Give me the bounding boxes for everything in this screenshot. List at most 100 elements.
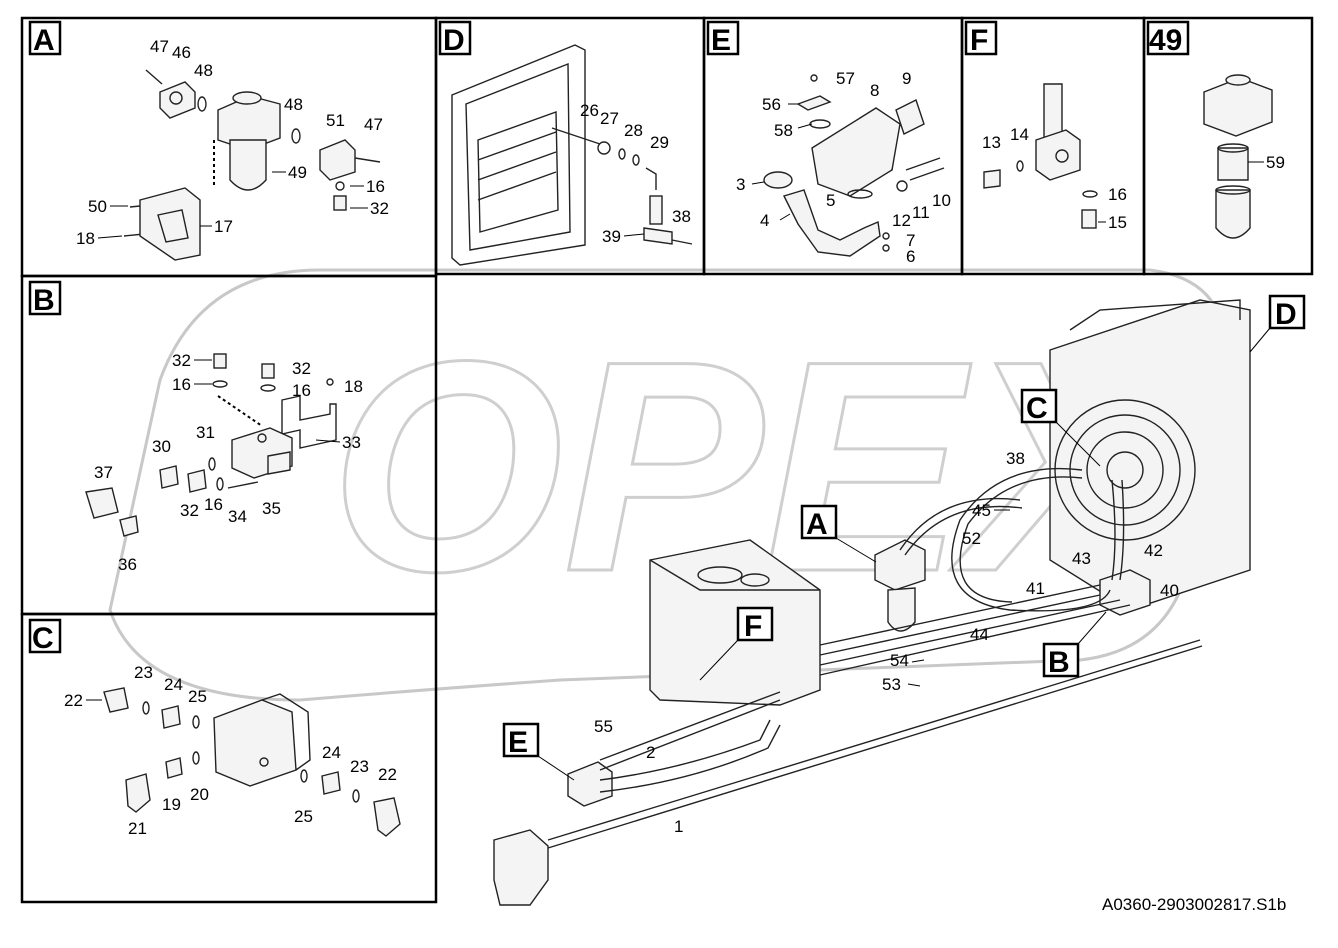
svg-text:12: 12 <box>892 211 911 230</box>
svg-text:41: 41 <box>1026 579 1045 598</box>
callout-f: F <box>699 606 774 681</box>
svg-text:35: 35 <box>262 499 281 518</box>
svg-text:16: 16 <box>204 495 223 514</box>
panel-c-label: C <box>28 618 62 655</box>
panel-e-callouts: 57 9 8 56 58 3 5 4 12 11 10 7 6 <box>736 69 951 266</box>
svg-text:38: 38 <box>672 207 691 226</box>
panel-b-drawing <box>85 353 337 537</box>
svg-text:46: 46 <box>172 43 191 62</box>
panel-49-frame <box>1142 16 1314 276</box>
svg-text:21: 21 <box>128 819 147 838</box>
panel-e-label: E <box>706 20 740 57</box>
main-callouts: 38 45 52 43 42 41 40 44 54 53 55 2 1 <box>594 449 1179 836</box>
panel-c-frame <box>20 612 438 904</box>
svg-text:5: 5 <box>826 191 835 210</box>
svg-text:14: 14 <box>1010 125 1029 144</box>
svg-text:33: 33 <box>342 433 361 452</box>
svg-text:32: 32 <box>172 351 191 370</box>
main-assembly-drawing <box>493 299 1251 906</box>
svg-text:B: B <box>33 284 55 317</box>
svg-text:A: A <box>33 24 55 57</box>
svg-text:48: 48 <box>284 95 303 114</box>
svg-text:44: 44 <box>970 625 989 644</box>
svg-text:D: D <box>1275 298 1297 331</box>
svg-text:48: 48 <box>194 61 213 80</box>
panel-e-drawing <box>763 74 945 257</box>
callout-a: A <box>800 504 877 563</box>
panel-d-drawing <box>451 44 693 266</box>
panel-d-label: D <box>438 20 472 57</box>
svg-text:28: 28 <box>624 121 643 140</box>
svg-text:37: 37 <box>94 463 113 482</box>
panel-c-callouts: 23 24 25 22 24 23 22 19 20 21 25 <box>64 663 397 838</box>
svg-text:18: 18 <box>344 377 363 396</box>
document-id: A0360-2903002817.S1b <box>1102 895 1286 914</box>
svg-text:F: F <box>970 24 988 57</box>
svg-text:F: F <box>744 610 762 643</box>
svg-text:7: 7 <box>906 231 915 250</box>
svg-text:26: 26 <box>580 101 599 120</box>
svg-text:32: 32 <box>292 359 311 378</box>
svg-text:40: 40 <box>1160 581 1179 600</box>
svg-text:29: 29 <box>650 133 669 152</box>
svg-text:55: 55 <box>594 717 613 736</box>
svg-text:3: 3 <box>736 175 745 194</box>
svg-text:A: A <box>806 508 828 541</box>
svg-text:17: 17 <box>214 217 233 236</box>
svg-text:16: 16 <box>292 381 311 400</box>
svg-text:25: 25 <box>294 807 313 826</box>
svg-text:19: 19 <box>162 795 181 814</box>
svg-text:20: 20 <box>190 785 209 804</box>
svg-text:45: 45 <box>972 501 991 520</box>
svg-text:E: E <box>508 726 528 759</box>
svg-text:16: 16 <box>172 375 191 394</box>
svg-text:36: 36 <box>118 555 137 574</box>
svg-text:50: 50 <box>88 197 107 216</box>
svg-text:6: 6 <box>906 247 915 266</box>
svg-text:22: 22 <box>378 765 397 784</box>
svg-text:32: 32 <box>370 199 389 218</box>
panel-a-callouts: 47 46 48 48 51 47 49 16 32 50 17 18 <box>76 37 389 248</box>
svg-text:8: 8 <box>870 81 879 100</box>
callout-b: B <box>1042 611 1107 679</box>
svg-text:4: 4 <box>760 211 769 230</box>
svg-text:57: 57 <box>836 69 855 88</box>
svg-text:22: 22 <box>64 691 83 710</box>
svg-text:51: 51 <box>326 111 345 130</box>
svg-text:56: 56 <box>762 95 781 114</box>
panel-f-drawing <box>983 83 1098 229</box>
svg-text:32: 32 <box>180 501 199 520</box>
svg-text:18: 18 <box>76 229 95 248</box>
svg-text:39: 39 <box>602 227 621 246</box>
svg-text:34: 34 <box>228 507 247 526</box>
svg-text:16: 16 <box>366 177 385 196</box>
svg-text:47: 47 <box>150 37 169 56</box>
panel-49-label: 49 <box>1146 20 1190 57</box>
svg-text:23: 23 <box>350 757 369 776</box>
callout-c: C <box>1020 388 1101 467</box>
svg-text:13: 13 <box>982 133 1001 152</box>
svg-text:58: 58 <box>774 121 793 140</box>
svg-text:11: 11 <box>912 203 930 222</box>
svg-text:54: 54 <box>890 651 909 670</box>
panel-a-label: A <box>28 20 62 57</box>
svg-text:31: 31 <box>196 423 215 442</box>
svg-text:30: 30 <box>152 437 171 456</box>
svg-text:16: 16 <box>1108 185 1127 204</box>
svg-text:15: 15 <box>1108 213 1127 232</box>
panel-f-label: F <box>964 20 998 57</box>
svg-text:2: 2 <box>646 743 655 762</box>
svg-text:24: 24 <box>322 743 341 762</box>
svg-text:27: 27 <box>600 109 619 128</box>
svg-text:53: 53 <box>882 675 901 694</box>
panel-b-label: B <box>28 280 62 317</box>
callout-e: E <box>502 722 575 781</box>
svg-text:9: 9 <box>902 69 911 88</box>
svg-text:38: 38 <box>1006 449 1025 468</box>
svg-text:1: 1 <box>674 817 683 836</box>
svg-text:C: C <box>1026 392 1048 425</box>
svg-text:D: D <box>443 24 465 57</box>
panel-a-drawing <box>123 69 381 261</box>
panel-d-callouts: 26 27 28 29 38 39 <box>580 101 691 246</box>
